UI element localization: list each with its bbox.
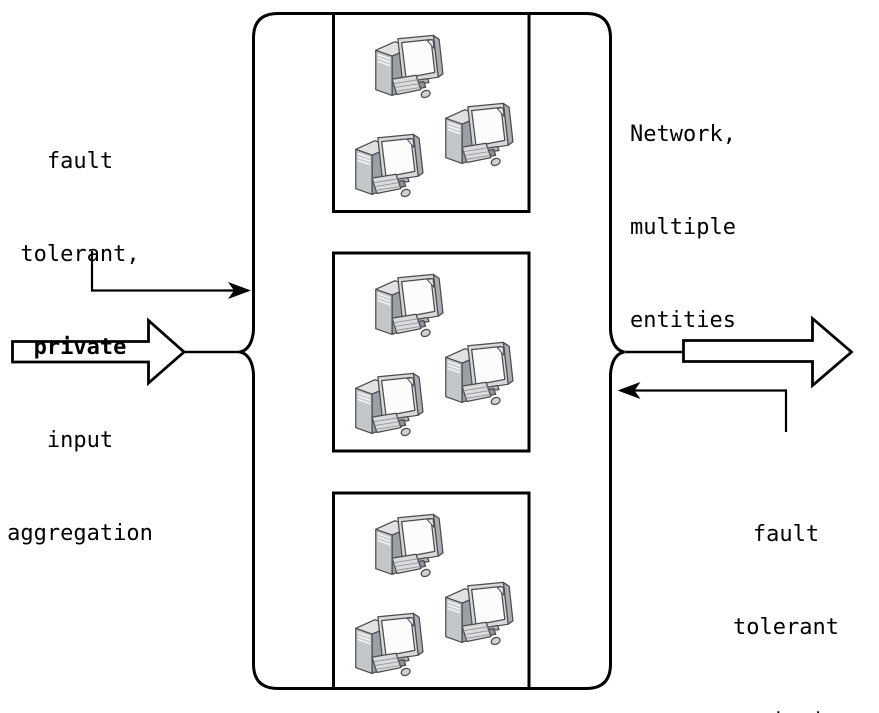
label-line: Network, <box>630 122 736 147</box>
output-label-arrow <box>634 389 788 432</box>
input-label-arrow <box>90 251 236 292</box>
label-line: tolerant <box>733 615 839 640</box>
input-flow-arrow <box>11 317 187 387</box>
label-line: input <box>46 428 114 453</box>
label-line: fault <box>752 522 820 547</box>
label-line: fault <box>46 149 114 174</box>
label-line: tolerant, <box>20 242 140 267</box>
input-aggregation-label: fault tolerant, private input aggregatio… <box>0 84 160 611</box>
output-flow-arrow <box>682 315 854 389</box>
output-label-arrow-head <box>617 382 641 399</box>
network-entities-label: Network, multiple entities <box>630 57 736 398</box>
input-label-arrow-head <box>228 282 251 299</box>
label-line-private: private <box>33 335 127 360</box>
label-line: aggregation <box>7 521 153 546</box>
label-line: multiple <box>630 215 736 240</box>
label-line: output <box>696 705 876 713</box>
label-line: entities <box>630 308 736 333</box>
output-aggregation-label: fault tolerant output aggregation <box>696 457 876 713</box>
